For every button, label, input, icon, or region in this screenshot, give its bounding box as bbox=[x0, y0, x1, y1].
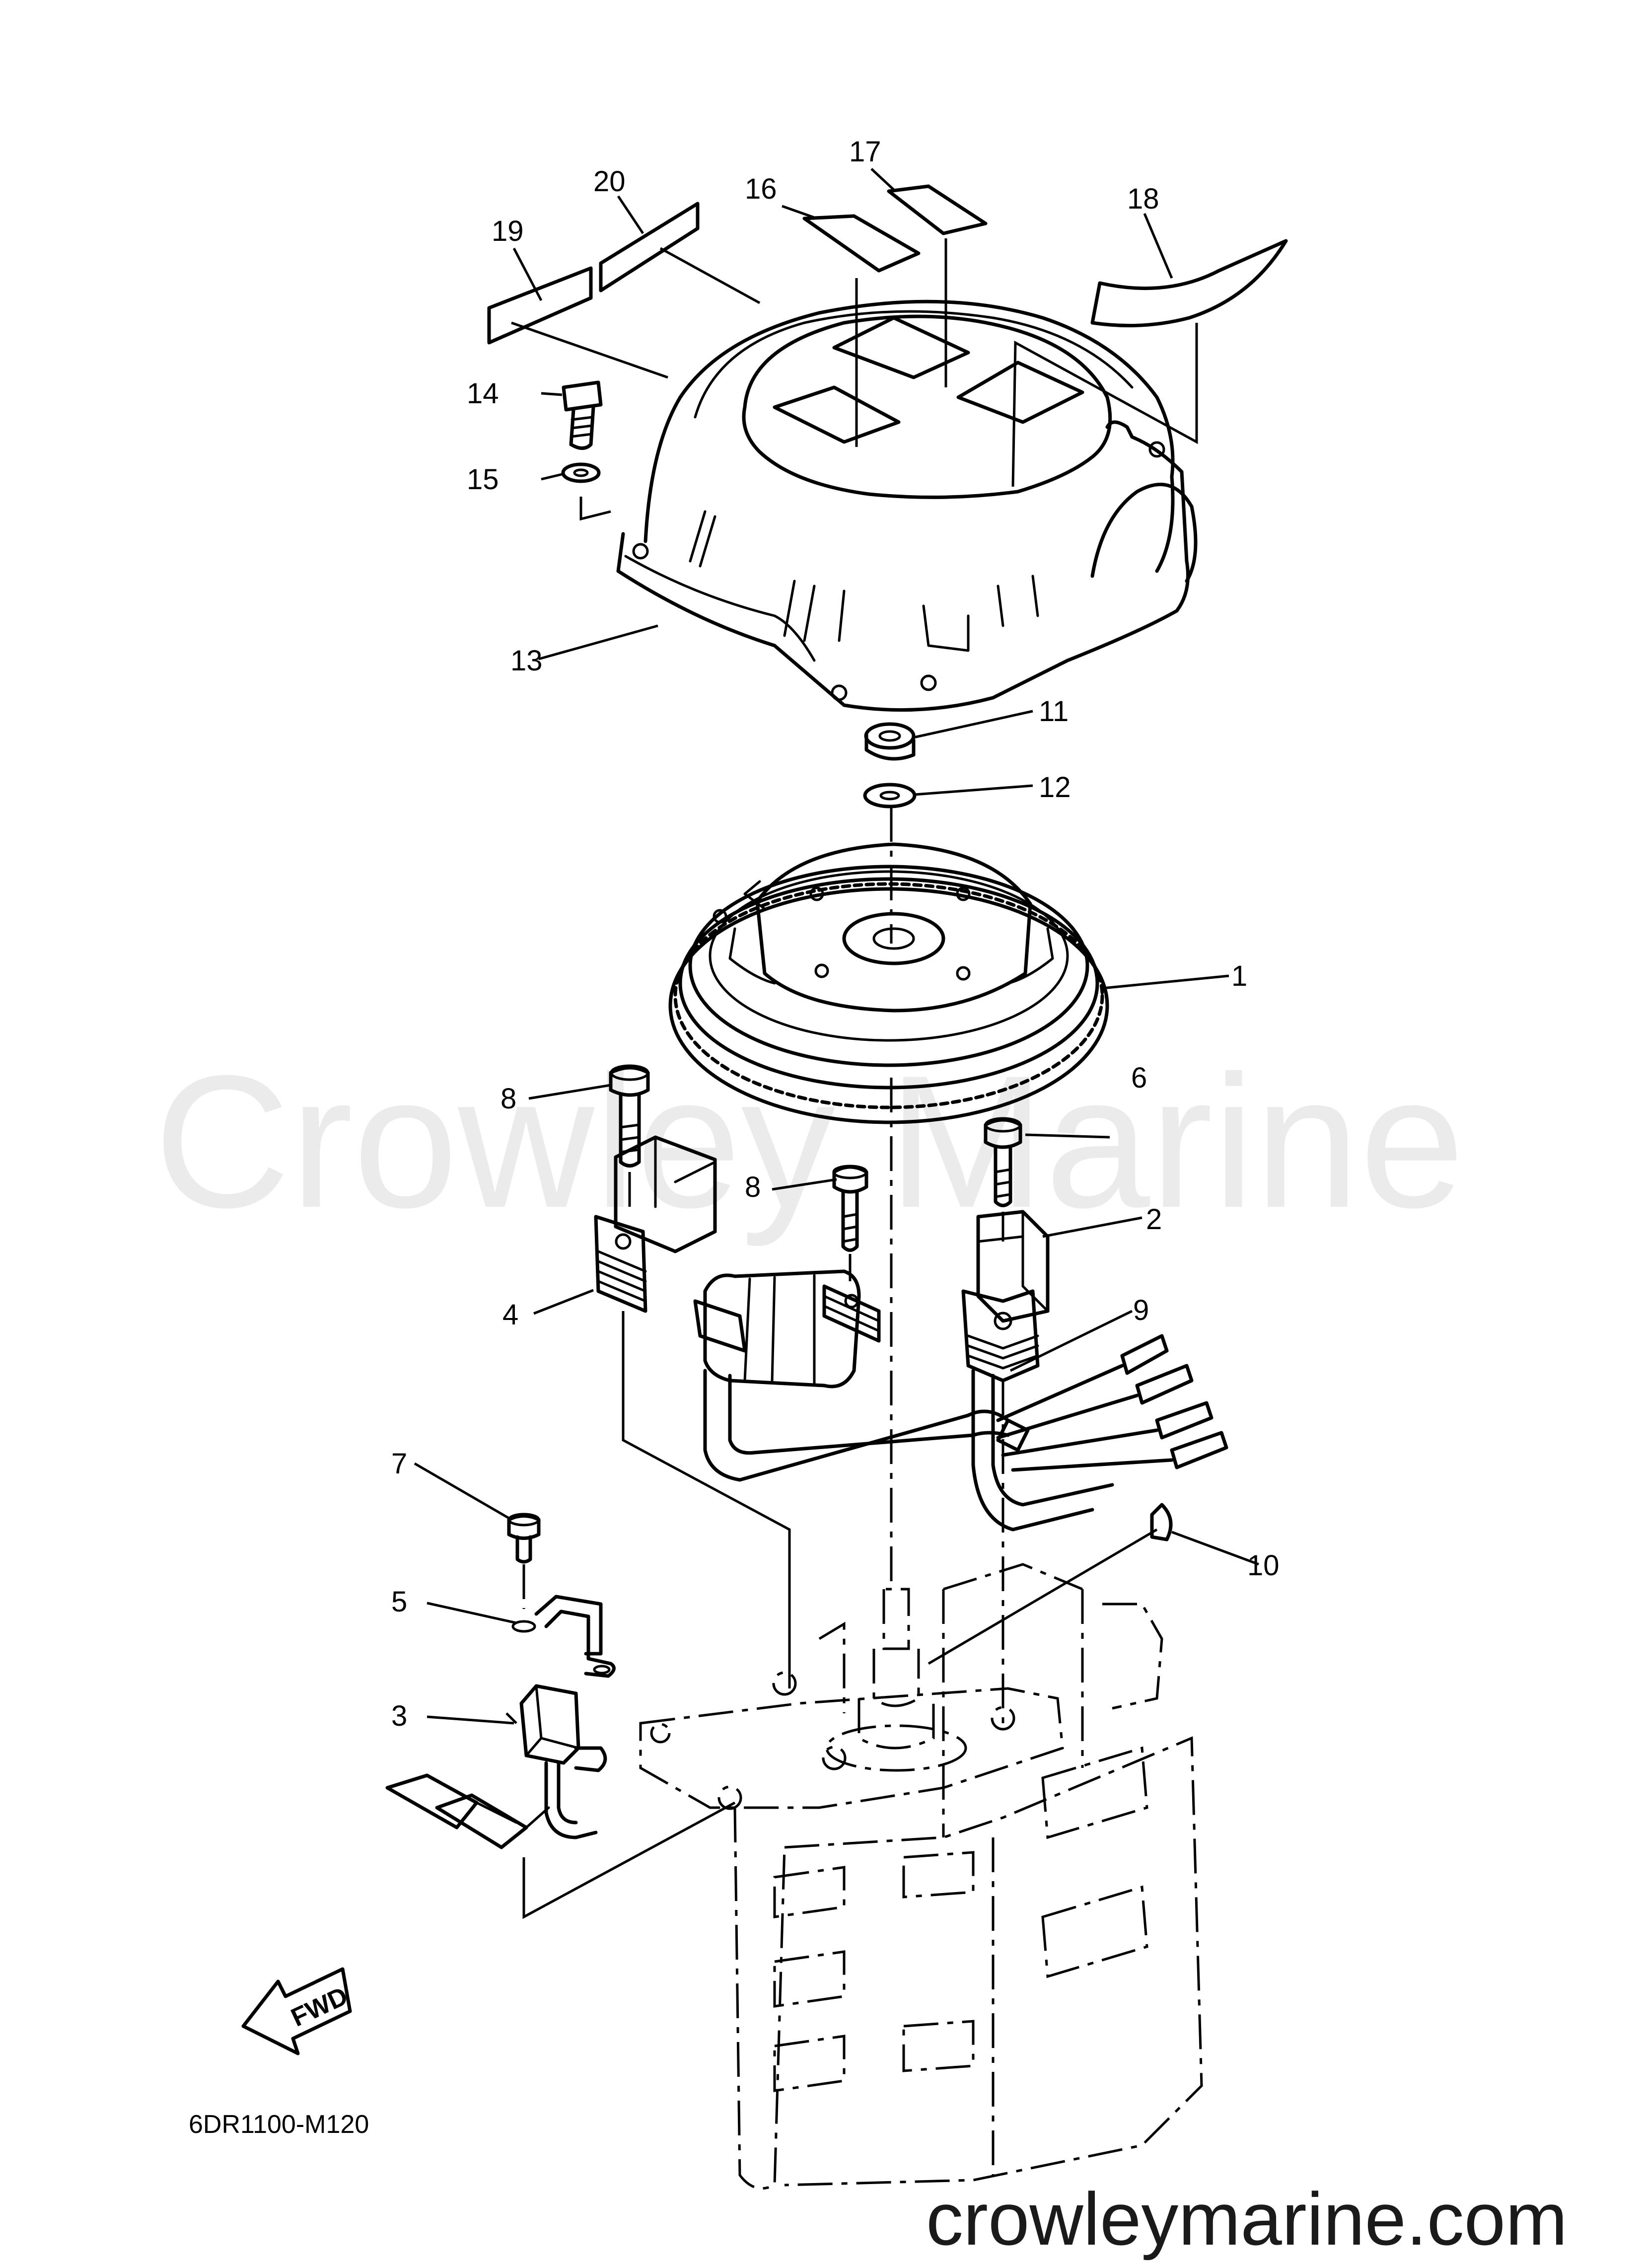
callout-4: 4 bbox=[502, 1299, 518, 1331]
callout-17: 17 bbox=[849, 136, 881, 168]
callout-7: 7 bbox=[391, 1448, 407, 1480]
callout-19: 19 bbox=[492, 215, 524, 247]
pulser-coil-2[interactable] bbox=[961, 1210, 1050, 1383]
washer-12[interactable] bbox=[863, 783, 917, 808]
callout-1: 1 bbox=[1231, 960, 1247, 992]
watermark-text: Crowley Marine bbox=[154, 1036, 1465, 1248]
callout-6: 6 bbox=[1131, 1062, 1147, 1094]
flywheel-1[interactable] bbox=[668, 842, 1109, 1124]
callout-5: 5 bbox=[391, 1586, 407, 1618]
woodruff-key-10[interactable] bbox=[1150, 1503, 1173, 1541]
callout-14: 14 bbox=[467, 377, 499, 410]
nut-11[interactable] bbox=[864, 722, 916, 761]
decal-20[interactable] bbox=[599, 202, 700, 293]
callout-16: 16 bbox=[745, 173, 777, 205]
callout-3: 3 bbox=[391, 1700, 407, 1732]
callout-15: 15 bbox=[467, 463, 499, 496]
site-label: crowleymarine.com bbox=[926, 2177, 1568, 2261]
charge-coil-4[interactable] bbox=[594, 1135, 1010, 1482]
decal-18[interactable] bbox=[1090, 239, 1288, 328]
fwd-arrow-icon: FWD bbox=[241, 1967, 352, 2055]
callout-18: 18 bbox=[1127, 183, 1159, 215]
cdi-unit-3[interactable] bbox=[385, 1684, 607, 1849]
wiring-harness-9[interactable] bbox=[971, 1334, 1228, 1532]
powerhead-phantom bbox=[639, 1563, 1203, 2190]
leader-20-down bbox=[659, 247, 761, 304]
decal-16[interactable] bbox=[802, 214, 921, 273]
bolt-8-right[interactable] bbox=[832, 1165, 868, 1252]
leader-15 bbox=[579, 497, 611, 521]
leader-10-key bbox=[928, 1528, 1158, 1665]
callout-11: 11 bbox=[1039, 695, 1069, 728]
diagram-code: 6DR1100-M120 bbox=[189, 2110, 369, 2139]
bolt-7[interactable] bbox=[507, 1513, 541, 1564]
washer-15[interactable] bbox=[561, 462, 601, 483]
callout-12: 12 bbox=[1039, 771, 1071, 804]
callout-10: 10 bbox=[1247, 1549, 1280, 1582]
bolt-14[interactable] bbox=[562, 380, 603, 450]
leader-3-axis bbox=[522, 1801, 736, 1919]
decal-17[interactable] bbox=[887, 184, 988, 235]
callout-13: 13 bbox=[510, 645, 543, 677]
decal-19[interactable] bbox=[487, 266, 593, 345]
callout-2: 2 bbox=[1146, 1203, 1162, 1236]
callout-20: 20 bbox=[593, 165, 626, 198]
callout-numbers: 1 2 3 4 5 6 7 8 8 9 10 11 12 13 14 15 16… bbox=[391, 136, 1280, 1732]
bracket-5[interactable] bbox=[511, 1595, 616, 1678]
callout-8-right: 8 bbox=[745, 1171, 761, 1203]
bolt-6[interactable] bbox=[984, 1117, 1022, 1207]
leader-4-axis bbox=[622, 1311, 791, 1688]
callout-8-left: 8 bbox=[500, 1083, 516, 1115]
leader-19-down bbox=[511, 321, 668, 379]
callout-9: 9 bbox=[1133, 1294, 1149, 1326]
leader-18-down bbox=[1011, 323, 1198, 487]
leader-lines bbox=[414, 168, 1259, 1725]
flywheel-cover-13[interactable] bbox=[616, 299, 1198, 712]
